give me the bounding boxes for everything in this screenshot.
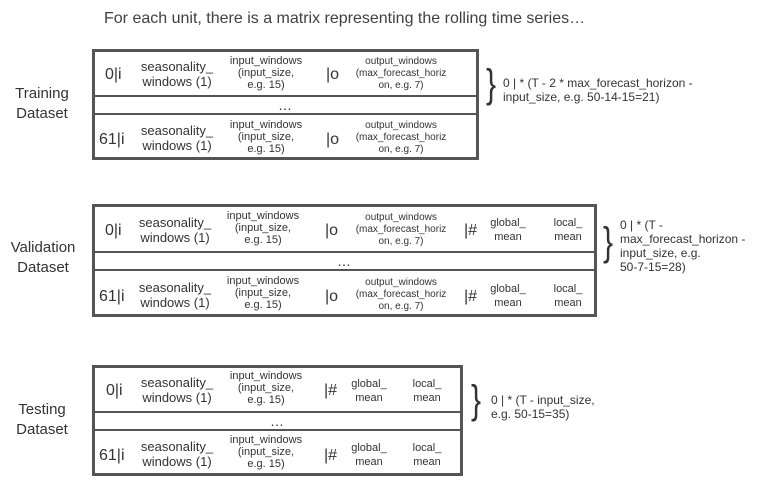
local-mean-cell: local_ mean bbox=[412, 378, 442, 404]
mean-separator: |# bbox=[464, 288, 478, 305]
row-index-61: 61|i bbox=[99, 288, 125, 305]
diagram-header: For each unit, there is a matrix represe… bbox=[104, 10, 586, 27]
validation-matrix: 0|i seasonality_ windows (1) input_windo… bbox=[92, 204, 597, 317]
row-separator-top bbox=[95, 251, 594, 253]
validation-brace: } bbox=[603, 220, 614, 264]
row-index-0: 0|i bbox=[105, 222, 122, 239]
global-mean-cell: global_ mean bbox=[351, 378, 387, 404]
testing-brace: } bbox=[471, 378, 482, 422]
mean-separator: |# bbox=[324, 382, 338, 399]
local-mean-cell: local_ mean bbox=[553, 217, 583, 243]
output-windows-cell: output_windows (max_forecast_horiz on, e… bbox=[355, 120, 447, 155]
output-separator: |o bbox=[325, 288, 339, 305]
input-windows-cell: input_windows (input_size, e.g. 15) bbox=[229, 55, 303, 91]
input-windows-cell: input_windows (input_size, e.g. 15) bbox=[229, 370, 303, 406]
mean-separator: |# bbox=[324, 447, 338, 464]
ellipsis-rows: … bbox=[270, 413, 285, 429]
input-windows-cell: input_windows (input_size, e.g. 15) bbox=[226, 210, 300, 246]
local-mean-cell: local_ mean bbox=[553, 283, 583, 309]
validation-row-count-note: 0 | * (T - max_forecast_horizon - input_… bbox=[620, 218, 746, 274]
global-mean-cell: global_ mean bbox=[351, 442, 387, 468]
input-windows-cell: input_windows (input_size, e.g. 15) bbox=[229, 434, 303, 470]
training-brace: } bbox=[486, 62, 497, 106]
seasonality-windows-cell: seasonality_ windows (1) bbox=[138, 215, 212, 245]
output-windows-cell: output_windows (max_forecast_horiz on, e… bbox=[355, 277, 447, 312]
output-windows-cell: output_windows (max_forecast_horiz on, e… bbox=[355, 212, 447, 247]
output-separator: |o bbox=[326, 131, 340, 148]
testing-row-count-note: 0 | * (T - input_size, e.g. 50-15=35) bbox=[491, 393, 595, 421]
training-dataset-label: Training Dataset bbox=[15, 85, 69, 122]
input-windows-cell: input_windows (input_size, e.g. 15) bbox=[229, 119, 303, 155]
seasonality-windows-cell: seasonality_ windows (1) bbox=[140, 375, 214, 405]
row-separator-top bbox=[95, 411, 460, 413]
input-windows-cell: input_windows (input_size, e.g. 15) bbox=[226, 275, 300, 311]
output-separator: |o bbox=[325, 222, 339, 239]
mean-separator: |# bbox=[464, 222, 478, 239]
training-row-count-note: 0 | * (T - 2 * max_forecast_horizon - in… bbox=[503, 76, 693, 104]
seasonality-windows-cell: seasonality_ windows (1) bbox=[138, 280, 212, 310]
validation-dataset-label: Validation Dataset bbox=[10, 239, 76, 276]
ellipsis-rows: … bbox=[278, 97, 293, 113]
testing-dataset-label: Testing Dataset bbox=[16, 401, 68, 438]
seasonality-windows-cell: seasonality_ windows (1) bbox=[140, 439, 214, 469]
global-mean-cell: global_ mean bbox=[490, 283, 526, 309]
ellipsis-rows: … bbox=[337, 253, 352, 269]
row-separator-top bbox=[95, 95, 476, 97]
output-windows-cell: output_windows (max_forecast_horiz on, e… bbox=[355, 56, 447, 91]
row-index-0: 0|i bbox=[106, 382, 123, 399]
testing-matrix: 0|i seasonality_ windows (1) input_windo… bbox=[92, 365, 463, 476]
local-mean-cell: local_ mean bbox=[412, 442, 442, 468]
seasonality-windows-cell: seasonality_ windows (1) bbox=[140, 59, 214, 89]
seasonality-windows-cell: seasonality_ windows (1) bbox=[140, 123, 214, 153]
row-separator-bottom bbox=[95, 429, 460, 431]
row-separator-bottom bbox=[95, 269, 594, 271]
row-separator-bottom bbox=[95, 113, 476, 115]
row-index-61: 61|i bbox=[99, 131, 125, 148]
row-index-61: 61|i bbox=[99, 447, 125, 464]
output-separator: |o bbox=[326, 66, 340, 83]
row-index-0: 0|i bbox=[105, 66, 122, 83]
training-matrix: 0|i seasonality_ windows (1) input_windo… bbox=[92, 49, 479, 160]
global-mean-cell: global_ mean bbox=[490, 217, 526, 243]
